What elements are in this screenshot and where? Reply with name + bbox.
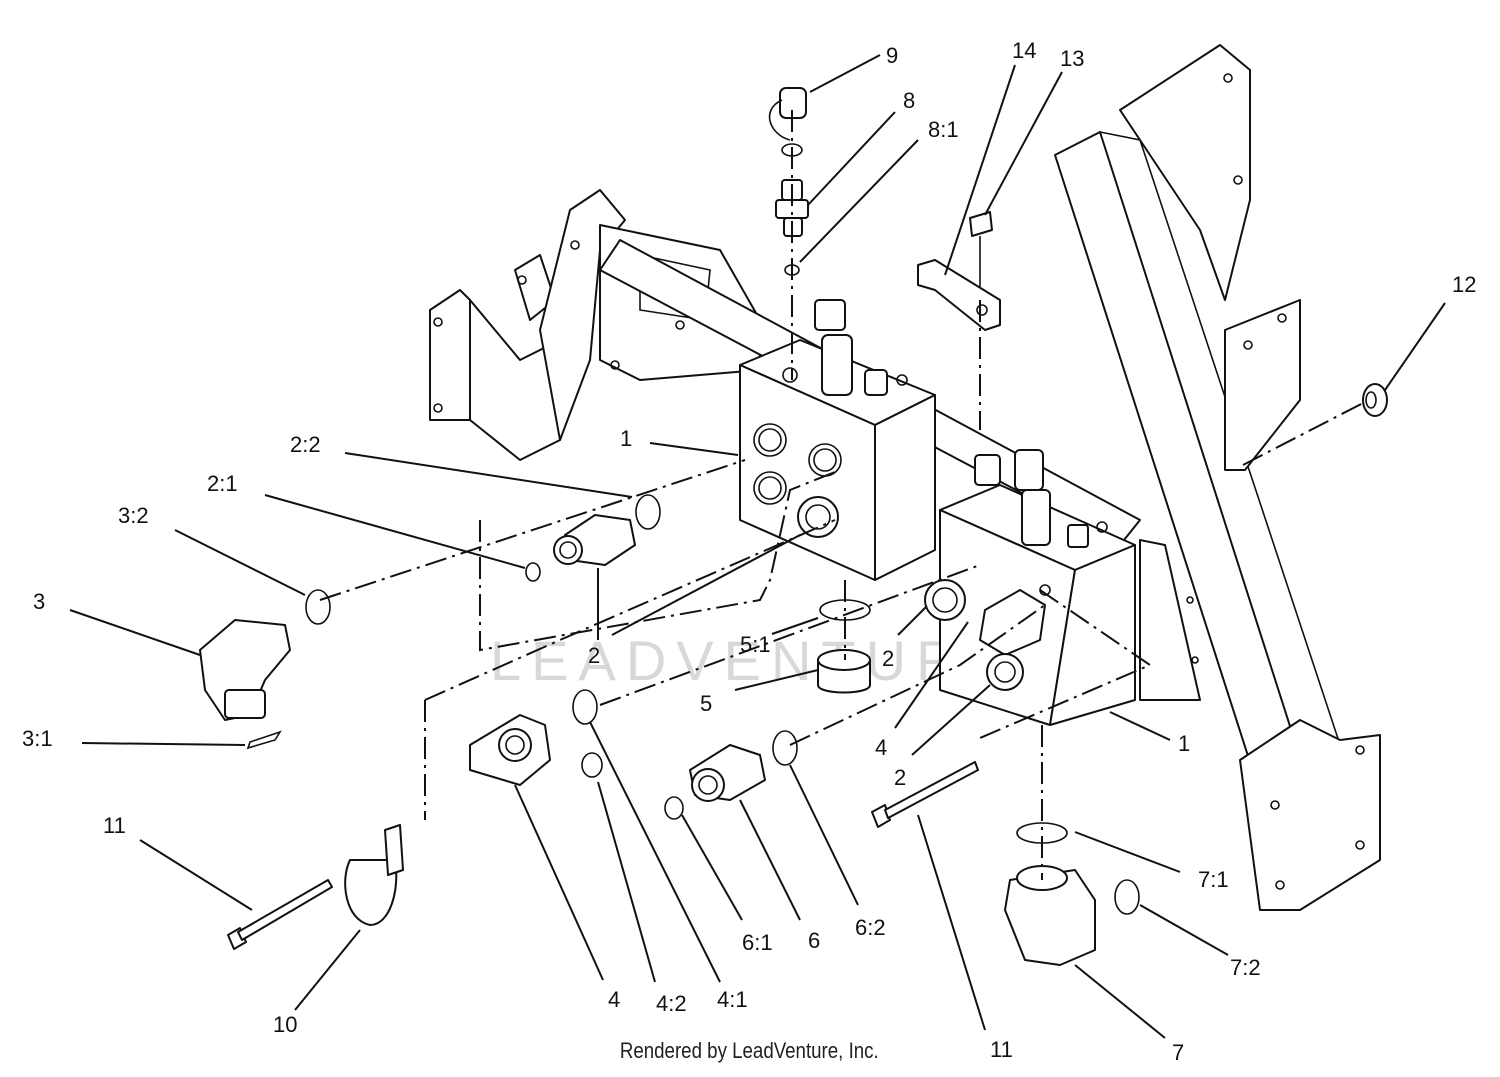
callout-1-upper: 1 <box>620 426 632 451</box>
callout-12: 12 <box>1452 272 1476 297</box>
leader-lines <box>69 54 1446 1039</box>
clamp-10 <box>227 824 404 950</box>
callout-5: 5 <box>700 691 712 716</box>
valve-block-lower <box>939 449 1136 726</box>
callout-7-1: 7:1 <box>1198 867 1229 892</box>
elbow-fitting-3 <box>199 589 331 750</box>
bolt-11-right <box>871 761 979 828</box>
callout-10: 10 <box>273 1012 297 1037</box>
callout-4-2: 4:2 <box>656 991 687 1016</box>
callout-4-bottom: 4 <box>608 987 620 1012</box>
valve-block-upper <box>739 299 936 581</box>
callout-3-2: 3:2 <box>118 503 149 528</box>
cap-fitting <box>768 87 807 157</box>
callout-7: 7 <box>1172 1040 1184 1065</box>
callout-2-left: 2 <box>588 643 600 668</box>
callout-4-1: 4:1 <box>717 987 748 1012</box>
callout-8: 8 <box>903 88 915 113</box>
callout-2-1: 2:1 <box>207 471 238 496</box>
callout-2-2: 2:2 <box>290 432 321 457</box>
assembly-axes <box>319 110 1366 880</box>
callout-4-right: 4 <box>875 735 887 760</box>
bolt-13 <box>969 211 993 300</box>
callout-11-left: 11 <box>103 813 126 838</box>
callout-3: 3 <box>33 589 45 614</box>
callout-6-2: 6:2 <box>855 915 886 940</box>
callout-9: 9 <box>886 43 898 68</box>
callout-13: 13 <box>1060 46 1084 71</box>
callout-1-lower: 1 <box>1178 731 1190 756</box>
callout-7-2: 7:2 <box>1230 955 1261 980</box>
callout-6: 6 <box>808 928 820 953</box>
elbow-fitting-7 <box>1004 822 1140 966</box>
plate-14 <box>917 259 1001 331</box>
callout-14: 14 <box>1012 38 1036 63</box>
tee-fitting-4 <box>469 689 603 786</box>
callout-labels: 9 8 8:1 14 13 12 1 2:2 2:1 3:2 3 3:1 2 5… <box>22 38 1476 1065</box>
callout-2-right-upper: 2 <box>882 646 894 671</box>
callout-3-1: 3:1 <box>22 726 53 751</box>
adapter-fitting-2 <box>525 494 661 582</box>
callout-2-right-lower: 2 <box>894 765 906 790</box>
watermark-text: LEADVENTURE <box>490 629 1014 692</box>
render-credit: Rendered by LeadVenture, Inc. <box>619 1038 879 1063</box>
callout-5-1: 5:1 <box>740 632 771 657</box>
callout-8-1: 8:1 <box>928 117 959 142</box>
callout-6-1: 6:1 <box>742 930 773 955</box>
adapter-fitting-6 <box>664 730 798 820</box>
frame-upright-right <box>1054 44 1381 911</box>
plug-5 <box>817 599 871 694</box>
nut-12 <box>1362 383 1388 417</box>
callout-11-right: 11 <box>990 1037 1013 1062</box>
